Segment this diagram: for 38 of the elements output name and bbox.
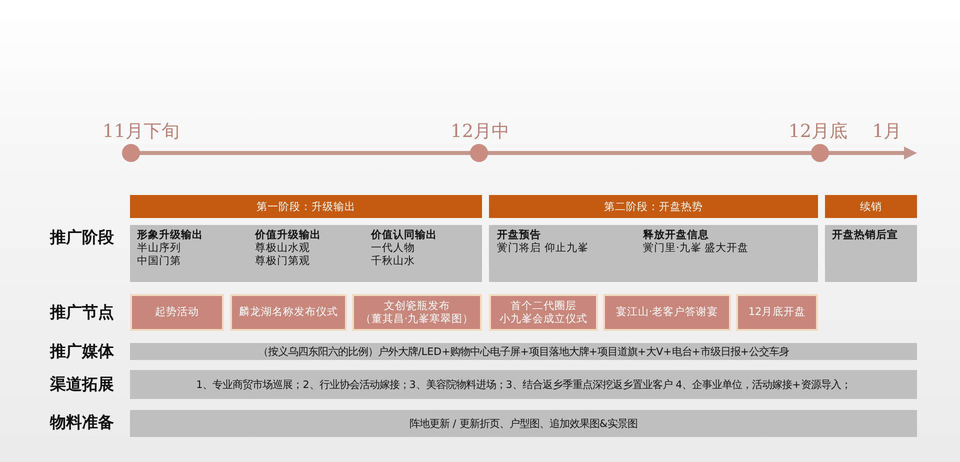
milestone-box: 文创瓷瓶发布 （董其昌·九峯寒翠图） (352, 294, 482, 331)
milestone-box: 首个二代圈层 小九峯会成立仪式 (489, 294, 598, 331)
stage-item-text: 尊极门第观 (255, 255, 310, 268)
timeline-date-label: 12月中 (450, 120, 510, 143)
phase-header-bar: 第一阶段：升级输出 (130, 195, 482, 218)
stage-item-text: 黉门将启 仰止九峯 (497, 242, 588, 255)
stage-item-heading: 开盘预告 (497, 229, 541, 242)
phase-panel (825, 225, 917, 282)
timeline-date-label: 1月 (872, 120, 902, 143)
phase-panel (489, 225, 818, 282)
stage-item-text: 尊极山水观 (255, 242, 310, 255)
stage-item-heading: 开盘热销后宣 (832, 229, 898, 242)
stage-item-text: 中国门第 (137, 255, 181, 268)
milestone-box: 起势活动 (130, 294, 224, 331)
materials-bar: 阵地更新 / 更新折页、户型图、追加效果图&实景图 (130, 410, 917, 437)
milestone-box: 麟龙湖名称发布仪式 (230, 294, 347, 331)
phase-header-bar: 续销 (825, 195, 917, 218)
phase-header-bar: 第二阶段：开盘热势 (489, 195, 818, 218)
channel-bar: 1、专业商贸市场巡展；2、行业协会活动嫁接；3、美容院物料进场；3、结合返乡季重点深挖返乡置业客户 4、企事业单位，活动嫁接+资源导入； (130, 370, 917, 399)
timeline-date-label: 11月下旬 (102, 120, 180, 143)
stage-item-text: 千秋山水 (371, 255, 415, 268)
milestone-box: 宴江山·老客户答谢宴 (603, 294, 731, 331)
stage-item-heading: 形象升级输出 (137, 229, 203, 242)
row-heading: 推广阶段 (50, 228, 114, 248)
row-heading: 渠道拓展 (50, 374, 114, 396)
stage-item-heading: 价值认同输出 (371, 229, 437, 242)
phase-panel (130, 225, 482, 282)
media-bar: （按义乌四东阳六的比例）户外大牌/LED+购物中心电子屏+项目落地大牌+项目道旗+大V+电台+市级日报+公交车身 (130, 343, 917, 360)
row-heading: 物料准备 (50, 412, 114, 434)
stage-item-text: 黉门里·九峯 盛大开盘 (643, 242, 749, 255)
stage-item-heading: 释放开盘信息 (643, 229, 709, 242)
stage-item-text: 半山序列 (137, 242, 181, 255)
stage-item-text: 一代人物 (371, 242, 415, 255)
row-heading: 推广媒体 (50, 342, 114, 362)
timeline-date-label: 12月底 (788, 120, 848, 143)
milestone-box: 12月底开盘 (736, 294, 818, 331)
row-heading: 推广节点 (50, 302, 114, 324)
stage-item-heading: 价值升级输出 (255, 229, 321, 242)
